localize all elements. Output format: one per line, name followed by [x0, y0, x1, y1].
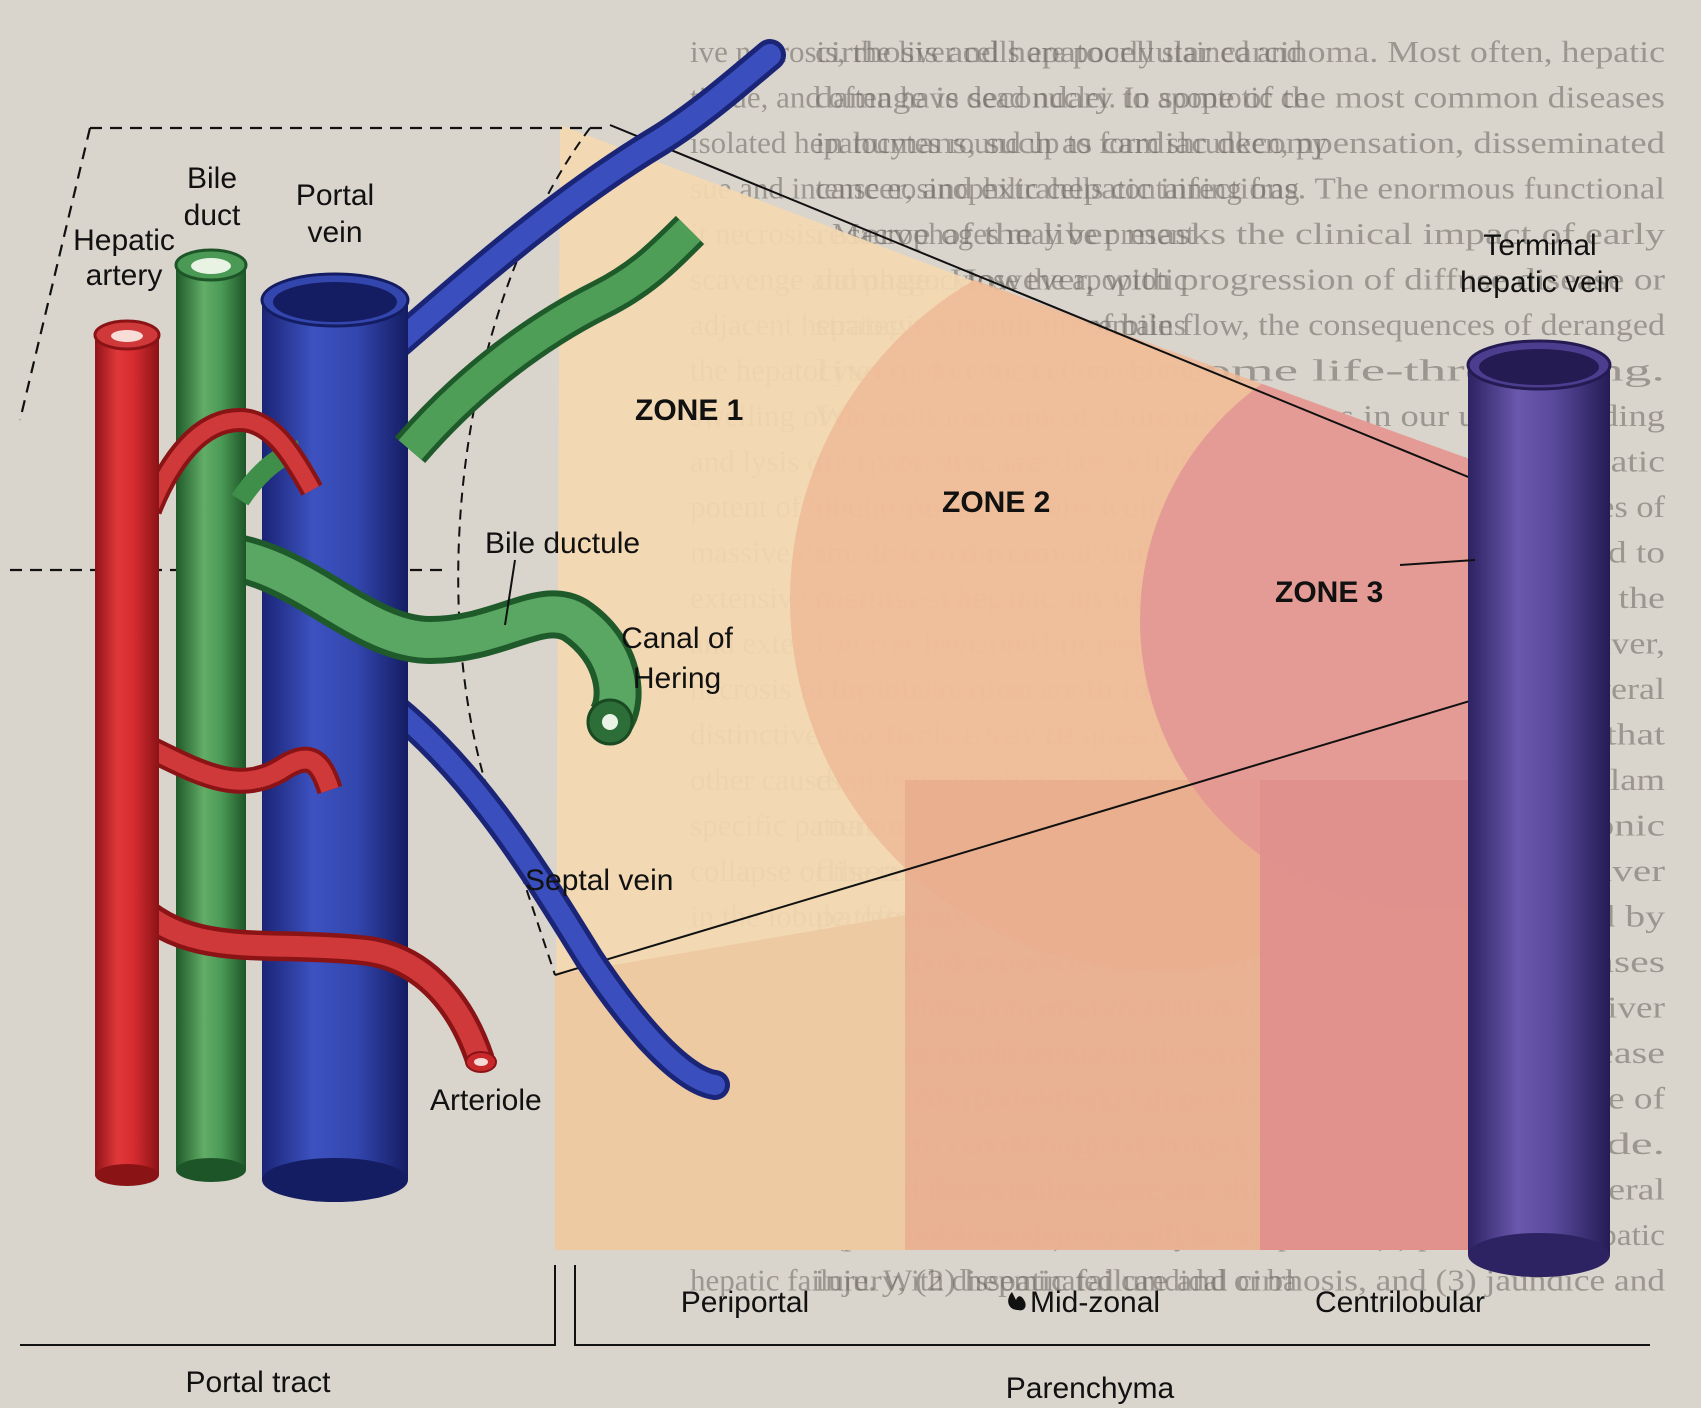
hepatic-artery-label-2: artery — [86, 259, 163, 292]
centrilobular-label: Centrilobular — [1315, 1286, 1485, 1319]
mid-zonal-label: Mid-zonal — [1030, 1286, 1160, 1319]
canal-of-hering-label-2: Hering — [633, 662, 721, 695]
bile-ductule-label: Bile ductule — [485, 527, 640, 560]
portal-vein-label-1: Portal — [296, 179, 374, 212]
canal-of-hering-label-1: Canal of — [621, 622, 733, 655]
zone2-label: ZONE 2 — [942, 486, 1050, 519]
arteriole-label: Arteriole — [430, 1084, 542, 1117]
terminal-hepatic-vein-label-1: Terminal — [1483, 229, 1596, 262]
background-text-line: cancer, and extrahepatic infections. The… — [815, 171, 1665, 206]
bile-duct-label-2: duct — [184, 199, 241, 232]
hepatic-artery-label-1: Hepatic — [73, 224, 175, 257]
bile-duct-label-1: Bile — [187, 162, 237, 195]
terminal-hepatic-vein-label-2: hepatic vein — [1460, 266, 1620, 299]
portal-tract-label: Portal tract — [185, 1366, 331, 1399]
zone3-label: ZONE 3 — [1275, 576, 1383, 609]
zone1-label: ZONE 1 — [635, 394, 743, 427]
background-text-line: in humans, such as cardiac decompensatio… — [815, 125, 1666, 160]
background-text-line: cirrhosis and hepatocellular carcinoma. … — [815, 34, 1665, 69]
periportal-label: Periportal — [681, 1286, 809, 1319]
septal-vein-label: Septal vein — [525, 864, 673, 897]
terminal-hepatic-vein — [1468, 341, 1610, 1277]
parenchyma-label: Parenchyma — [1006, 1372, 1175, 1405]
portal-vein-label-2: vein — [307, 216, 362, 249]
background-text-line: damage is secondary to some of the most … — [815, 80, 1665, 115]
